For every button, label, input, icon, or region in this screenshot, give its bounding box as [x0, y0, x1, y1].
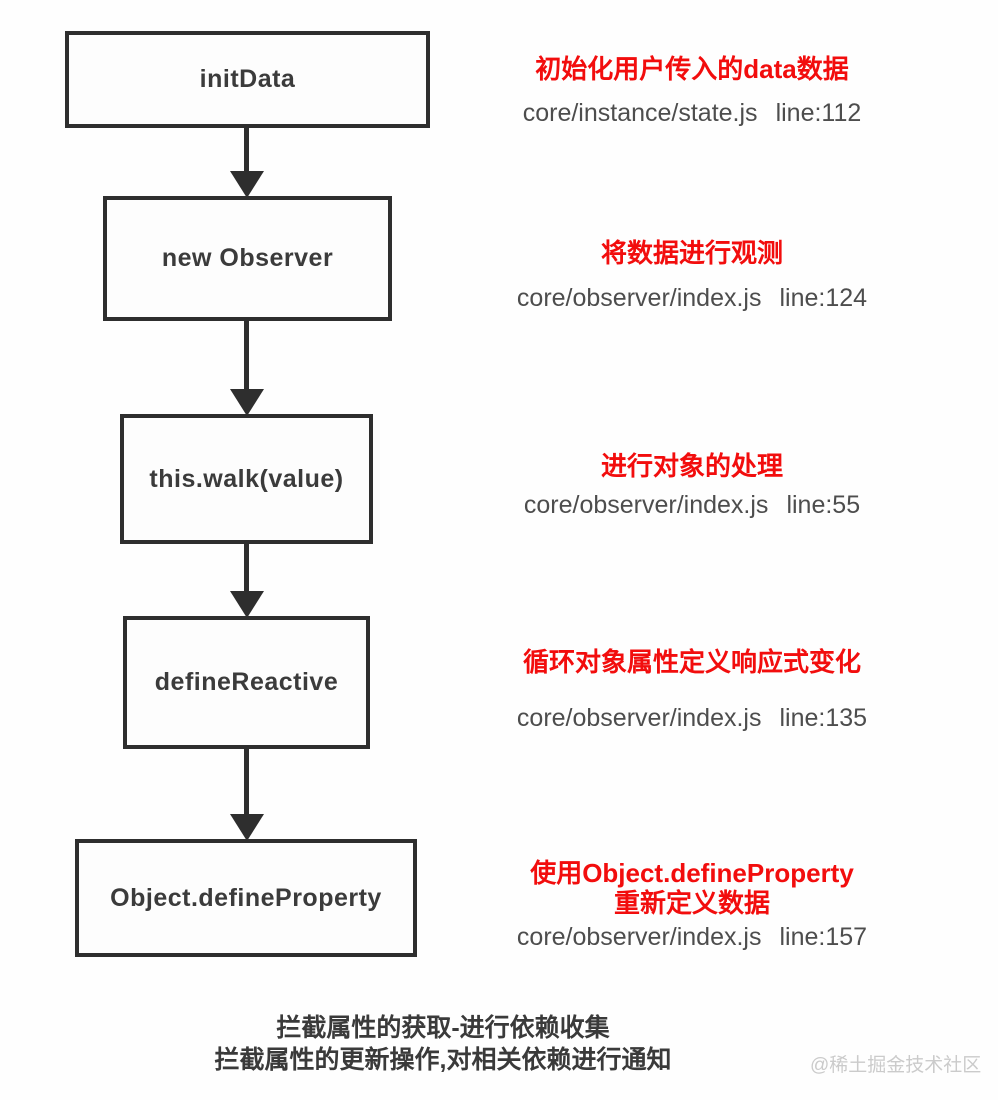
bottom-caption: 拦截属性的获取-进行依赖收集 拦截属性的更新操作,对相关依赖进行通知 — [43, 1012, 843, 1076]
source-line: line:157 — [779, 923, 868, 951]
source-line: line:135 — [779, 704, 868, 732]
note-step-4: 循环对象属性定义响应式变化 — [522, 647, 861, 677]
source-path-step-5: core/observer/index.js line:157 — [452, 922, 932, 952]
note-step-5: 使用Object.defineProperty 重新定义数据 — [452, 858, 932, 918]
flow-node-this-walk: this.walk(value) — [120, 414, 373, 544]
note-line: 使用Object.defineProperty — [530, 858, 854, 888]
caption-line-1: 拦截属性的获取-进行依赖收集 — [276, 1014, 610, 1042]
source-line: line:112 — [775, 99, 862, 127]
note-line: 重新定义数据 — [613, 888, 770, 918]
arrow-shaft — [244, 128, 249, 174]
source-path-step-2: core/observer/index.js line:124 — [452, 283, 932, 313]
flow-arrow-1 — [230, 128, 264, 198]
source-file: core/observer/index.js — [523, 491, 769, 519]
arrow-down-icon — [230, 389, 264, 416]
source-file: core/observer/index.js — [516, 704, 762, 732]
caption-line-2: 拦截属性的更新操作,对相关依赖进行通知 — [214, 1046, 672, 1074]
source-path-step-1: core/instance/state.js line:112 — [452, 98, 932, 128]
arrow-down-icon — [230, 171, 264, 198]
arrow-shaft — [244, 544, 249, 594]
source-line: line:55 — [786, 491, 861, 519]
source-path-step-3: core/observer/index.js line:55 — [452, 490, 932, 520]
source-file: core/instance/state.js — [522, 99, 758, 127]
note-step-1: 初始化用户传入的data数据 — [535, 54, 849, 84]
source-file: core/observer/index.js — [516, 923, 762, 951]
source-line: line:124 — [779, 284, 868, 312]
flow-node-label: Object.defineProperty — [110, 883, 382, 912]
note-step-3: 进行对象的处理 — [600, 451, 783, 481]
arrow-shaft — [244, 749, 249, 817]
arrow-down-icon — [230, 591, 264, 618]
flow-node-new-observer: new Observer — [103, 196, 392, 321]
watermark: @稀土掘金技术社区 — [810, 1055, 982, 1076]
flow-node-label: initData — [199, 65, 296, 93]
flow-node-definereactive: defineReactive — [123, 616, 370, 749]
flow-arrow-3 — [230, 544, 264, 618]
arrow-shaft — [244, 321, 249, 392]
flow-node-initdata: initData — [65, 31, 430, 128]
arrow-down-icon — [230, 814, 264, 841]
flow-node-label: this.walk(value) — [149, 464, 344, 493]
flow-node-object-defineproperty: Object.defineProperty — [75, 839, 417, 957]
flow-node-label: new Observer — [161, 244, 334, 272]
flow-arrow-2 — [230, 321, 264, 416]
note-step-2: 将数据进行观测 — [600, 238, 783, 268]
source-file: core/observer/index.js — [516, 284, 762, 312]
flow-arrow-4 — [230, 749, 264, 841]
source-path-step-4: core/observer/index.js line:135 — [452, 703, 932, 733]
flow-node-label: defineReactive — [154, 668, 339, 696]
